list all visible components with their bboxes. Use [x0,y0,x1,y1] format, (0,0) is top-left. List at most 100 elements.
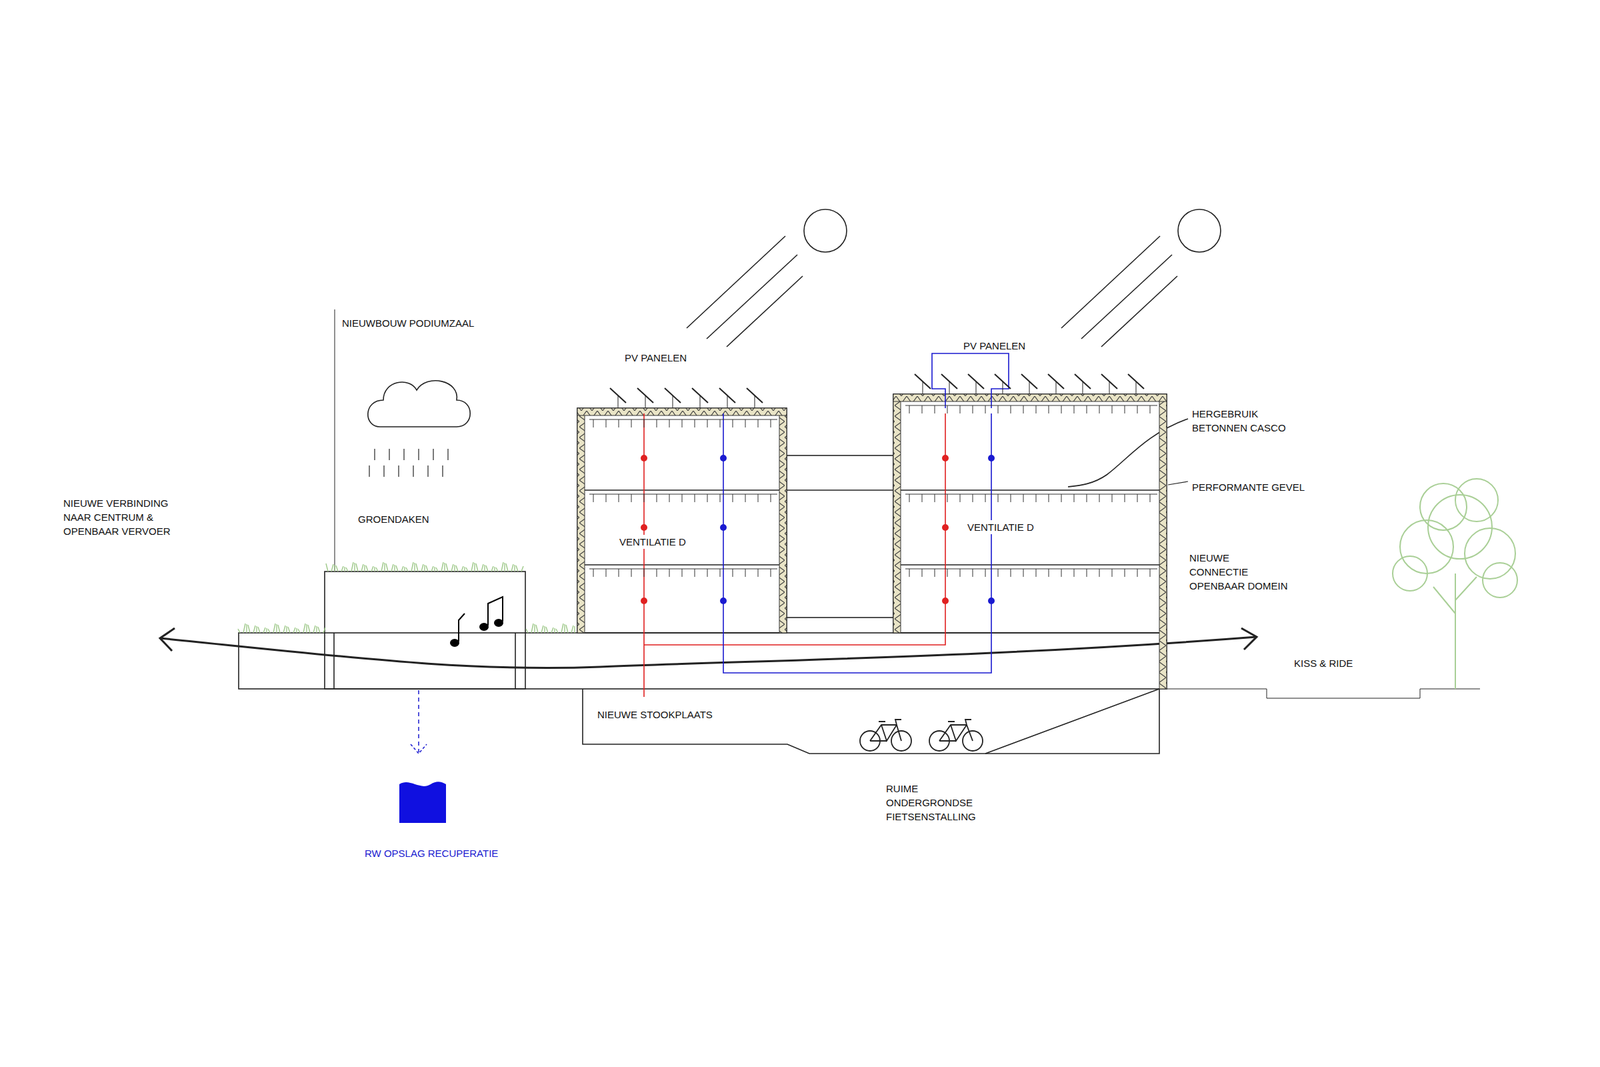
repeat-stroke [1036,405,1037,414]
repeat-stroke [1074,568,1075,577]
repeat-stroke [905,494,1158,495]
repeat-stroke [1048,494,1050,502]
repeat-stroke [1023,494,1024,502]
repeat-stroke [401,566,404,572]
repeat-stroke [446,563,448,572]
repeat-stroke [656,494,658,502]
repeat-stroke [326,563,328,572]
repeat-stroke [700,395,701,408]
repeat-stroke [354,562,355,572]
repeat-stroke [288,626,290,633]
repeat-stroke [1061,405,1062,414]
repeat-stroke [707,568,708,577]
repeat-stroke [1150,568,1151,577]
repeat-stroke [1124,494,1126,502]
repeat-stroke [770,419,772,428]
repeat-stroke [1082,381,1084,394]
repeat-stroke [593,419,594,428]
repeat-stroke [1029,381,1030,394]
repeat-stroke [631,419,632,428]
repeat-stroke [656,568,658,577]
repeat-stroke [745,494,746,502]
repeat-stroke [404,566,405,572]
repeat-stroke [656,419,658,428]
repeat-stroke [412,465,414,477]
repeat-stroke [368,465,370,477]
annotation-label: NIEUWE VERBINDING NAAR CENTRUM & OPENBAA… [62,496,184,538]
repeat-stroke [1137,568,1138,577]
repeat-stroke [1002,381,1004,394]
repeat-stroke [758,568,759,577]
repeat-stroke [331,564,334,572]
repeat-stroke [727,395,728,408]
repeat-stroke [1010,568,1012,577]
repeat-stroke [394,564,395,572]
repeat-stroke [998,494,999,502]
repeat-stroke [238,628,240,633]
repeat-stroke [1086,494,1088,502]
repeat-stroke [414,562,415,572]
annotation-label: VENTILATIE D [618,534,688,549]
repeat-stroke [506,563,508,572]
repeat-stroke [256,626,257,633]
repeat-stroke [1010,494,1012,502]
repeat-stroke [618,494,620,502]
repeat-stroke [972,494,974,502]
repeat-stroke [376,567,378,572]
repeat-stroke [481,564,484,572]
repeat-stroke [985,568,986,577]
repeat-stroke [934,494,936,502]
repeat-stroke [669,568,670,577]
repeat-stroke [411,562,414,572]
repeat-stroke [346,567,348,572]
repeat-stroke [998,405,999,414]
repeat-stroke [471,562,474,572]
repeat-stroke [418,448,419,460]
repeat-stroke [406,567,408,572]
repeat-stroke [366,565,368,572]
repeat-stroke [296,628,297,633]
repeat-stroke [364,564,365,572]
repeat-stroke [334,564,335,572]
repeat-stroke [618,395,619,408]
annotation-label: PV PANELEN [962,338,1027,353]
repeat-stroke [947,568,948,577]
repeat-stroke [922,405,923,414]
repeat-stroke [504,562,505,572]
repeat-stroke [1150,494,1151,502]
repeat-stroke [318,626,320,633]
repeat-stroke [1124,405,1126,414]
repeat-stroke [1023,568,1024,577]
repeat-stroke [947,405,948,414]
repeat-stroke [514,564,515,572]
repeat-stroke [391,564,394,572]
annotation-label: VENTILATIE D [966,520,1036,534]
repeat-stroke [694,568,696,577]
repeat-stroke [720,494,721,502]
repeat-stroke [574,626,575,633]
repeat-stroke [361,564,364,572]
repeat-stroke [521,566,524,572]
repeat-stroke [770,494,772,502]
repeat-stroke [1048,405,1050,414]
repeat-stroke [720,419,721,428]
repeat-stroke [253,625,256,633]
repeat-stroke [1086,405,1088,414]
repeat-stroke [388,448,390,460]
repeat-stroke [561,623,564,633]
repeat-stroke [644,494,645,502]
repeat-stroke [949,381,950,394]
repeat-stroke [644,568,645,577]
repeat-stroke [976,381,977,394]
repeat-stroke [447,448,448,460]
repeat-stroke [745,568,746,577]
repeat-stroke [451,564,454,572]
repeat-stroke [732,568,734,577]
repeat-stroke [464,566,465,572]
repeat-stroke [593,568,594,577]
repeat-stroke [441,562,444,572]
repeat-stroke [341,566,344,572]
repeat-stroke [934,405,936,414]
repeat-stroke [922,381,924,394]
repeat-stroke [922,568,923,577]
